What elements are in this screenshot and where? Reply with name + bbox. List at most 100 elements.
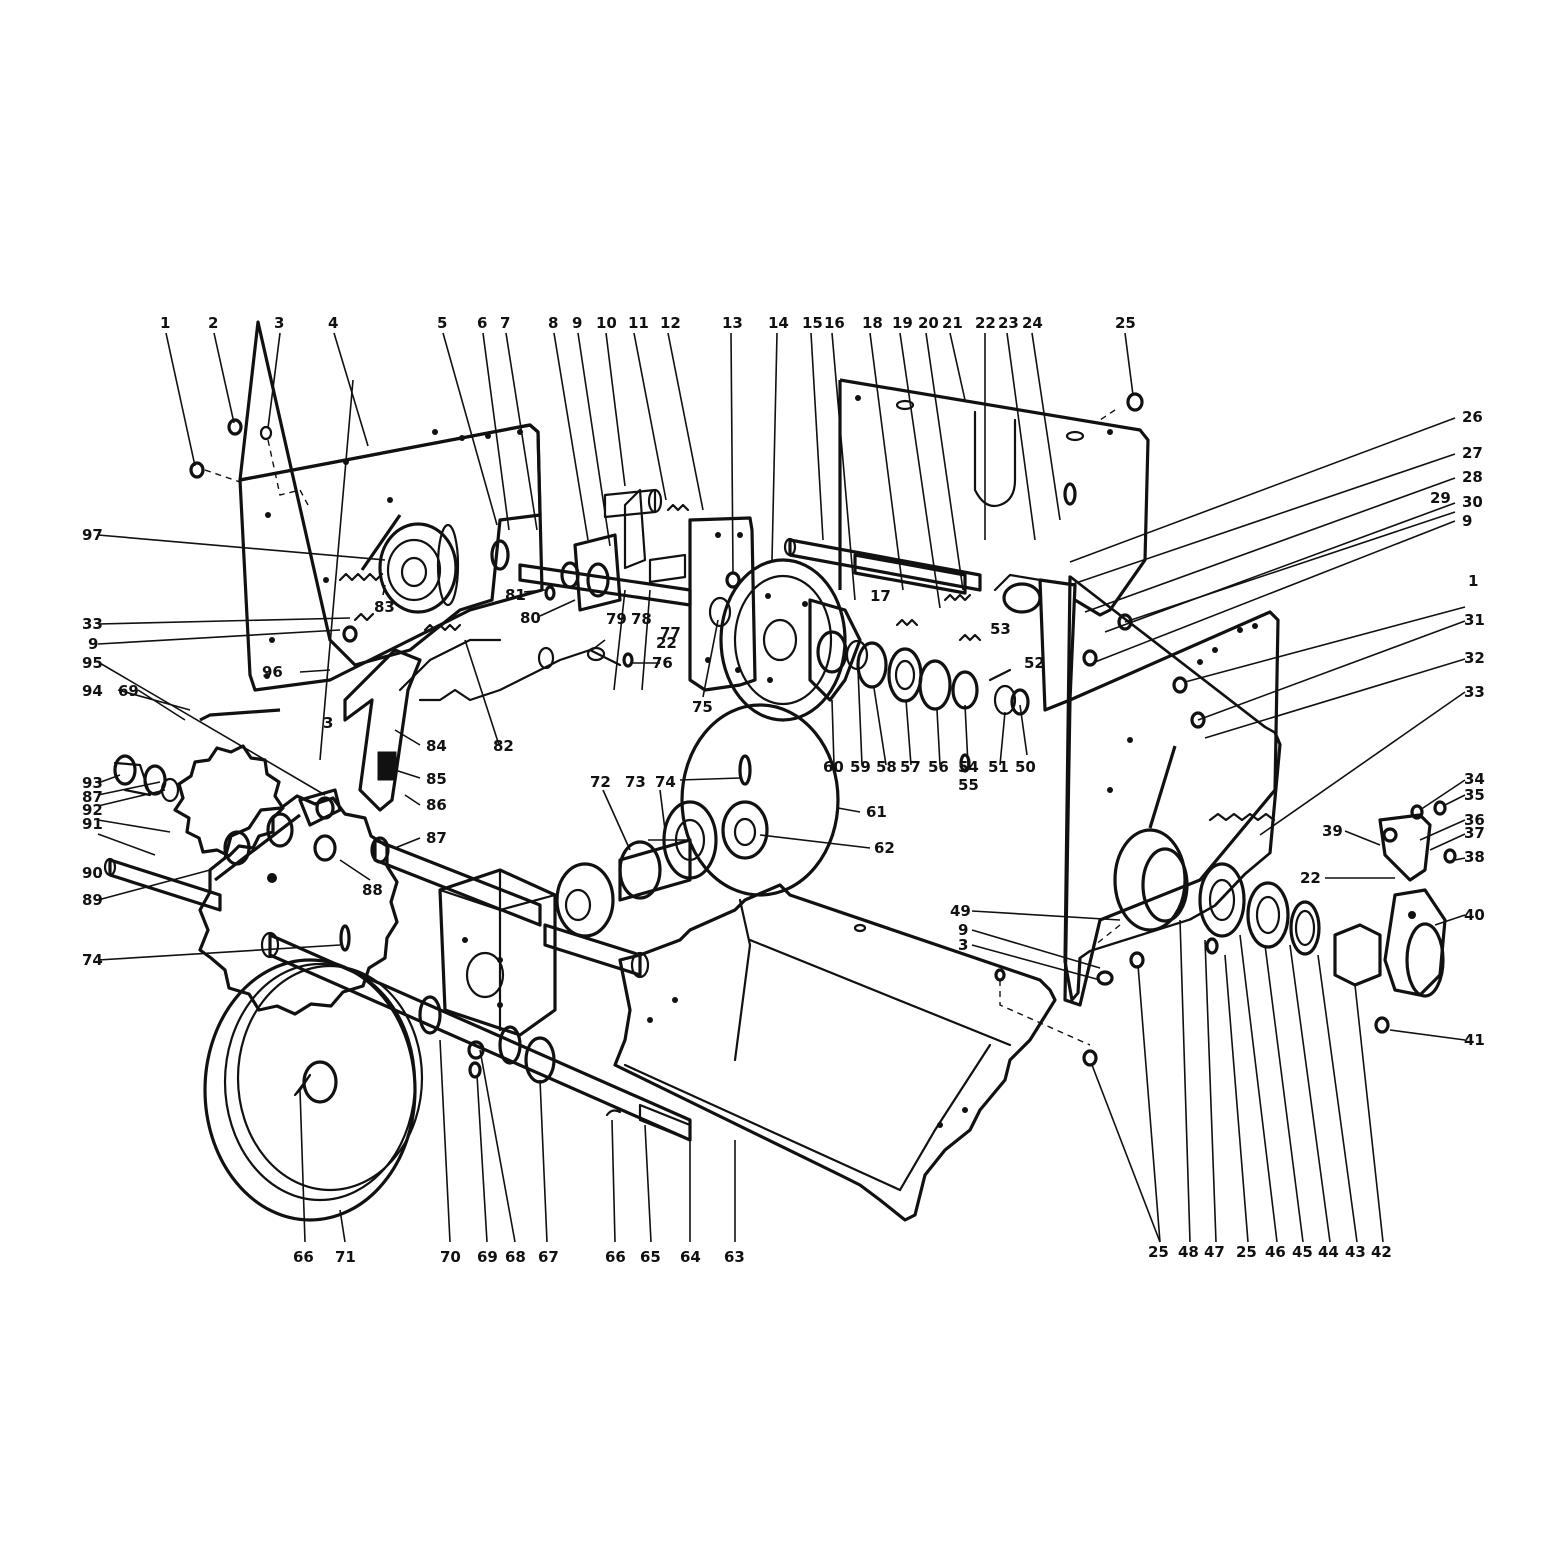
housing-63 [613,883,1057,1222]
callout-9-d: 9 [88,635,98,653]
callout-36: 36 [1464,811,1485,829]
callout-25-a: 25 [1115,314,1136,332]
callout-1-a: 1 [160,314,170,332]
callout-84: 84 [426,737,447,755]
callout-60: 60 [823,758,844,776]
callout-20: 20 [918,314,939,332]
callout-53: 53 [990,620,1011,638]
callout-6: 6 [477,314,487,332]
callout-44: 44 [1318,1243,1339,1261]
callout-16: 16 [824,314,845,332]
callout-95: 95 [82,654,103,672]
callout-26: 26 [1462,408,1483,426]
shaft-end [630,951,650,979]
callout-52: 52 [1024,654,1045,672]
callout-87-a: 87 [82,788,103,806]
callout-96: 96 [262,663,283,681]
callout-28: 28 [1462,468,1483,486]
callout-93: 93 [82,774,103,792]
right-side-plate [1063,575,1282,1007]
callout-27: 27 [1462,444,1483,462]
callout-61: 61 [866,803,887,821]
callout-19: 19 [892,314,913,332]
callout-48: 48 [1178,1243,1199,1261]
callout-17: 17 [870,587,891,605]
callout-57: 57 [900,758,921,776]
callout-21: 21 [942,314,963,332]
callout-87-b: 87 [426,829,447,847]
callout-11: 11 [628,314,649,332]
callout-15: 15 [802,314,823,332]
callout-73: 73 [625,773,646,791]
callout-67: 67 [538,1248,559,1266]
callout-10: 10 [596,314,617,332]
spring-33-right [1148,745,1276,829]
callout-22-a: 22 [975,314,996,332]
callout-39: 39 [1322,822,1343,840]
callout-54: 54 [958,758,979,776]
shaft-78 [490,539,732,628]
callout-31: 31 [1464,611,1485,629]
callout-86: 86 [426,796,447,814]
callout-33-a: 33 [1464,683,1485,701]
callout-78: 78 [631,610,652,628]
callout-58: 58 [876,758,897,776]
callout-76: 76 [652,654,673,672]
callout-9-b: 9 [1462,512,1472,530]
callout-89: 89 [82,891,103,909]
callout-43: 43 [1345,1243,1366,1261]
drive-chain [199,708,301,882]
callout-46: 46 [1265,1243,1286,1261]
callout-79: 79 [606,610,627,628]
callout-13: 13 [722,314,743,332]
callout-42: 42 [1371,1243,1392,1261]
callout-74-b: 74 [655,773,676,791]
callout-22-c: 22 [656,634,677,652]
callout-25-c: 25 [1236,1243,1257,1261]
shaft-extension [543,923,642,977]
callout-83: 83 [374,598,395,616]
callout-70: 70 [440,1248,461,1266]
callout-3-b: 3 [958,936,968,954]
bracket-37-40 [1378,813,1447,998]
callout-69-a: 69 [118,682,139,700]
callout-labels: 1 2 3 4 5 6 7 8 9 10 11 12 13 14 15 16 1… [82,314,1485,1266]
callout-65: 65 [640,1248,661,1266]
callout-80: 80 [520,609,541,627]
callout-7: 7 [500,314,510,332]
callout-3-c: 3 [323,714,333,732]
callout-68: 68 [505,1248,526,1266]
wheel-pulley-71 [203,958,424,1222]
assembly-dashes [204,409,1121,1046]
callout-82: 82 [493,737,514,755]
callout-55: 55 [958,776,979,794]
left-side-plate [238,320,544,692]
drive-disc-61 [680,703,840,897]
callout-92: 92 [82,801,103,819]
hub-60 [808,598,869,702]
callout-66-a: 66 [293,1248,314,1266]
callout-37: 37 [1464,824,1485,842]
callout-30: 30 [1462,493,1483,511]
callout-77: 77 [660,624,681,642]
spacer-stack [856,641,1030,716]
pulley-97 [360,514,460,614]
callout-71: 71 [335,1248,356,1266]
callout-34: 34 [1464,770,1485,788]
callout-62: 62 [874,839,895,857]
callout-2: 2 [208,314,218,332]
callout-90: 90 [82,864,103,882]
spring-33-left [338,572,384,622]
sprocket-large [198,794,399,1016]
callout-38: 38 [1464,848,1485,866]
callout-1-b: 1 [1468,572,1478,590]
callout-12: 12 [660,314,681,332]
callout-25-b: 25 [1148,1243,1169,1261]
callout-8: 8 [548,314,558,332]
bracket-52 [988,573,1077,712]
callout-94: 94 [82,682,103,700]
callout-56: 56 [928,758,949,776]
callout-40: 40 [1464,906,1485,924]
callout-9-a: 9 [572,314,582,332]
